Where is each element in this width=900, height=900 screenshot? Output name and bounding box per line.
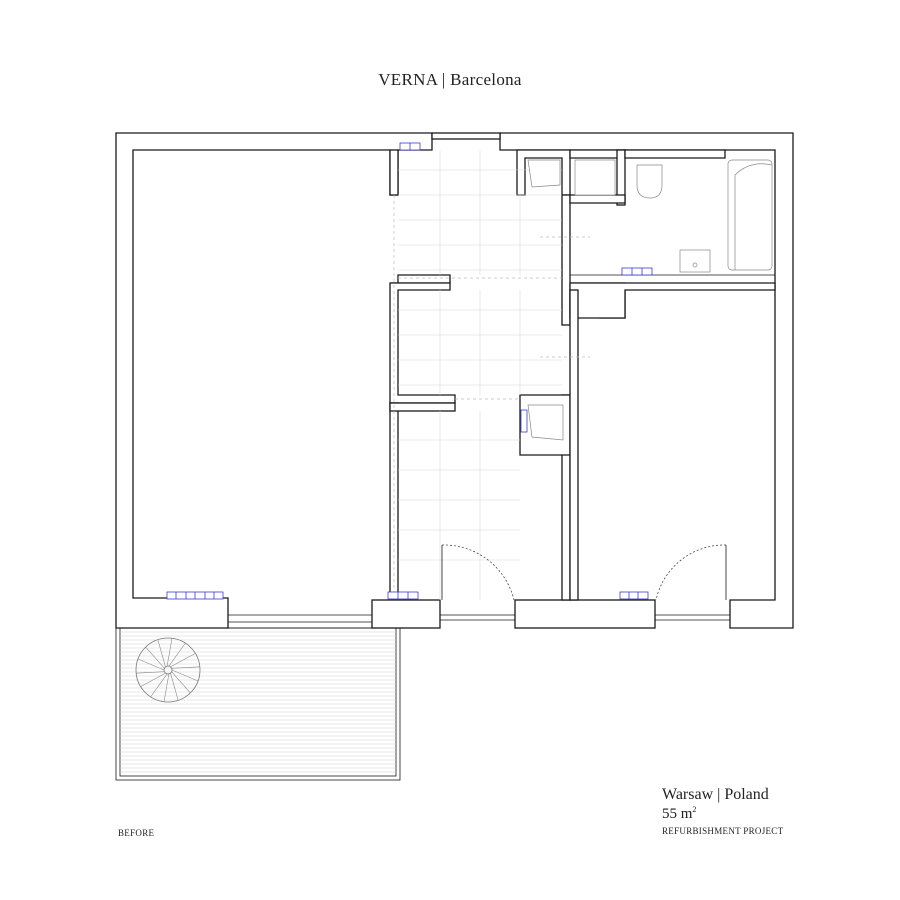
shaft-top — [527, 159, 561, 188]
project-label: REFURBISHMENT PROJECT — [662, 826, 784, 836]
toilet-icon — [636, 164, 663, 199]
washing-machine — [574, 159, 616, 196]
stage-label: BEFORE — [118, 828, 155, 838]
area-unit-sup: 2 — [692, 805, 697, 814]
window-top — [431, 132, 501, 140]
area-label: 55 m2 — [662, 805, 696, 823]
outer-walls — [115, 132, 794, 629]
balcony-decking — [120, 631, 396, 773]
interior-walls — [389, 149, 776, 601]
area-value: 55 m — [662, 806, 693, 822]
doors — [441, 544, 727, 601]
bathroom-fixtures — [527, 159, 773, 441]
spiral-stair — [135, 637, 201, 703]
wall-stub-entrance-left — [371, 599, 441, 629]
hall-tiles — [393, 150, 590, 600]
wall-stub-mid — [514, 599, 656, 629]
location-label: Warsaw | Poland — [662, 786, 769, 803]
shaft-mid — [527, 404, 564, 441]
balcony — [115, 627, 401, 781]
radiators — [166, 142, 653, 600]
page-title: VERNA | Barcelona — [378, 70, 522, 89]
sink-icon — [679, 249, 711, 273]
